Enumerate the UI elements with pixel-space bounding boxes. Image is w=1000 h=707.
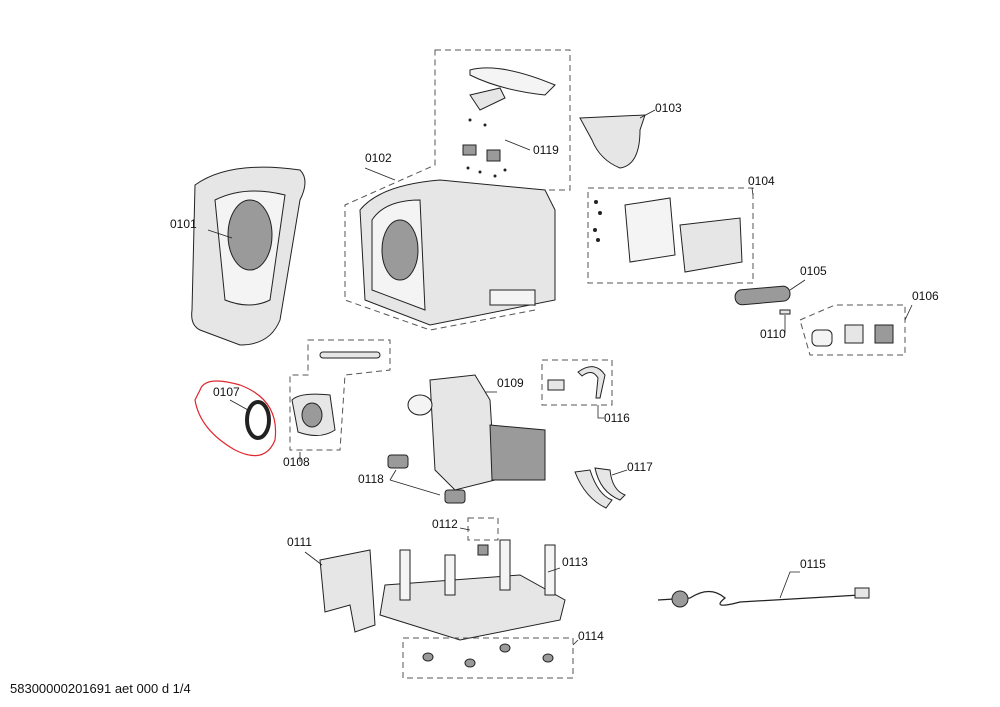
label-0109: 0109 [497, 376, 524, 390]
part-0107-seal-ring[interactable]: 0107 [194, 380, 277, 457]
label-0103: 0103 [655, 101, 682, 115]
part-0105-button-panel[interactable]: 0105 [734, 264, 827, 306]
part-0117-clips[interactable]: 0117 [574, 460, 653, 509]
label-0111: 0111 [287, 535, 312, 549]
part-0103-tray[interactable]: 0103 [579, 101, 682, 169]
part-0106-spring-set[interactable]: 0106 [799, 289, 939, 356]
label-0113: 0113 [562, 555, 588, 569]
part-0118-feet[interactable]: 0118 [358, 454, 466, 504]
label-0112: 0112 [432, 517, 458, 531]
label-0101: 0101 [170, 217, 197, 231]
part-0112-small-connector[interactable]: 0112 [432, 517, 499, 556]
label-0108: 0108 [283, 455, 310, 469]
label-0118: 0118 [358, 472, 384, 486]
label-0110: 0110 [760, 327, 786, 341]
part-0114-suction-feet[interactable]: 0114 [402, 629, 604, 679]
part-0101-side-cover[interactable]: 0101 [170, 166, 306, 346]
label-0116: 0116 [604, 411, 630, 425]
part-0109-motor-gearbox[interactable]: 0109 [407, 374, 546, 491]
label-0104: 0104 [748, 174, 775, 188]
part-0115-power-cord[interactable]: 0115 [657, 557, 870, 608]
part-0119-lid-kit[interactable]: 0119 [462, 67, 559, 178]
label-0102: 0102 [365, 151, 392, 165]
label-0117: 0117 [627, 460, 653, 474]
part-0111-rear-cover[interactable]: 0111 [287, 535, 376, 633]
label-0119: 0119 [533, 143, 559, 157]
label-0106: 0106 [912, 289, 939, 303]
label-0115: 0115 [800, 557, 826, 571]
part-0113-base[interactable]: 0113 [379, 539, 588, 641]
label-0114: 0114 [578, 629, 604, 643]
part-0104-switch-assembly[interactable]: 0104 [587, 174, 775, 284]
part-0110-small-part[interactable]: 0110 [760, 309, 791, 341]
document-footer-id: 58300000201691 aet 000 d 1/4 [10, 681, 191, 696]
highlight-circle [194, 380, 277, 457]
label-0105: 0105 [800, 264, 827, 278]
part-0102-housing[interactable]: 0102 [344, 49, 571, 331]
part-0108-gear-assembly[interactable]: 0108 [283, 339, 391, 469]
part-0116-bracket[interactable]: 0116 [541, 359, 630, 425]
label-0107: 0107 [213, 385, 240, 399]
